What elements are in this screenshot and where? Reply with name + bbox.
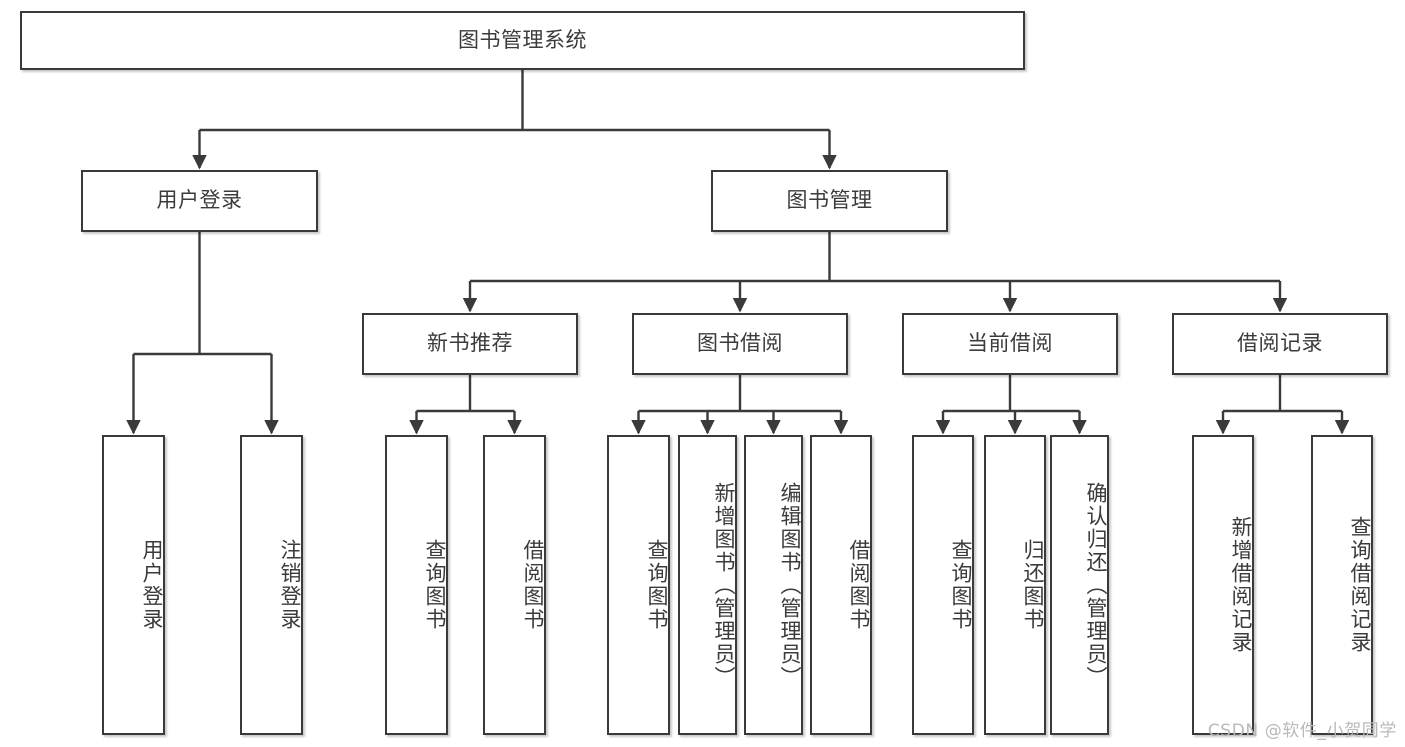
node-leaf-add-record[interactable]: 新增借阅记录 bbox=[1192, 435, 1254, 735]
node-label: 编辑图书（管理员） bbox=[778, 481, 802, 689]
node-label: 图书管理系统 bbox=[458, 27, 587, 52]
node-label: 图书借阅 bbox=[697, 331, 783, 356]
node-leaf-logout[interactable]: 注销登录 bbox=[240, 435, 303, 735]
watermark-text: CSDN @软件_小贺同学 bbox=[1207, 721, 1397, 741]
node-label: 借阅图书 bbox=[521, 539, 545, 631]
node-label: 用户登录 bbox=[156, 188, 243, 213]
node-label: 借阅图书 bbox=[847, 539, 871, 631]
node-label: 查询借阅记录 bbox=[1348, 516, 1372, 654]
node-root[interactable]: 图书管理系统 bbox=[20, 11, 1025, 70]
node-book-borrow[interactable]: 图书借阅 bbox=[632, 313, 848, 375]
node-label: 新书推荐 bbox=[427, 331, 513, 356]
node-label: 确认归还（管理员） bbox=[1084, 481, 1108, 689]
node-user-login[interactable]: 用户登录 bbox=[81, 170, 318, 232]
node-leaf-query-book-3[interactable]: 查询图书 bbox=[912, 435, 974, 735]
node-new-book-rec[interactable]: 新书推荐 bbox=[362, 313, 578, 375]
node-leaf-return-book[interactable]: 归还图书 bbox=[984, 435, 1046, 735]
node-label: 用户登录 bbox=[140, 539, 164, 631]
node-leaf-confirm-return[interactable]: 确认归还（管理员） bbox=[1050, 435, 1109, 735]
node-label: 当前借阅 bbox=[967, 331, 1053, 356]
node-leaf-query-book-2[interactable]: 查询图书 bbox=[607, 435, 670, 735]
node-label: 借阅记录 bbox=[1237, 331, 1323, 356]
node-label: 注销登录 bbox=[278, 539, 302, 631]
node-label: 归还图书 bbox=[1021, 539, 1045, 631]
node-label: 新增借阅记录 bbox=[1229, 516, 1253, 654]
node-leaf-edit-book[interactable]: 编辑图书（管理员） bbox=[744, 435, 803, 735]
node-leaf-add-book[interactable]: 新增图书（管理员） bbox=[678, 435, 737, 735]
node-current-borrow[interactable]: 当前借阅 bbox=[902, 313, 1118, 375]
node-borrow-record[interactable]: 借阅记录 bbox=[1172, 313, 1388, 375]
node-book-manage[interactable]: 图书管理 bbox=[711, 170, 948, 232]
node-label: 新增图书（管理员） bbox=[712, 481, 736, 689]
node-leaf-borrow-book-2[interactable]: 借阅图书 bbox=[810, 435, 872, 735]
node-label: 查询图书 bbox=[949, 539, 973, 631]
node-label: 图书管理 bbox=[786, 188, 873, 213]
node-leaf-query-book-1[interactable]: 查询图书 bbox=[385, 435, 448, 735]
node-leaf-query-record[interactable]: 查询借阅记录 bbox=[1311, 435, 1373, 735]
node-label: 查询图书 bbox=[423, 539, 447, 631]
node-leaf-borrow-book-1[interactable]: 借阅图书 bbox=[483, 435, 546, 735]
node-label: 查询图书 bbox=[645, 539, 669, 631]
node-leaf-user-login[interactable]: 用户登录 bbox=[102, 435, 165, 735]
